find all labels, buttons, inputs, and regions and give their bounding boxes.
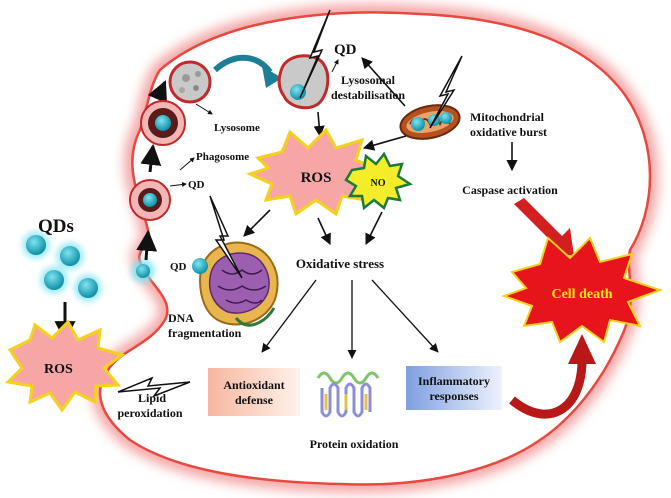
arrow-lyso [147,80,168,104]
antioxidant-label-line2: defense [235,393,274,407]
curved-arrow-lysosome [212,54,273,74]
lysosome-label: Lysosome [214,122,260,134]
qd-top-label: QD [334,42,357,58]
qd-entry-label: QD [188,179,205,191]
inflammatory-label-line1: Inflammatory [418,374,490,388]
mitochondrion-icon [399,104,461,140]
no-burst: NO [344,151,413,211]
lipid-label-line2: peroxidation [117,406,182,420]
dna-label-line1: DNA [168,311,194,325]
ros-outside-label: ROS [44,362,73,377]
protein-oxidation-label: Protein oxidation [310,437,399,451]
arrow-phago [140,143,162,173]
phagosome [140,100,186,146]
inflammatory-box: Inflammatory responses [406,366,502,410]
inflammatory-label-line2: responses [429,389,478,403]
lysosome [168,60,212,104]
lipid-label-line1: Lipid [138,391,166,405]
arrow-inflammatory-to-death [509,334,596,419]
lightning-bolt-icon [429,55,463,129]
oxidative-stress-label: Oxidative stress [296,256,384,271]
lightning-bolt-icon [209,195,243,279]
ros-outside-burst: ROS [4,319,126,413]
phagosome-label: Phagosome [196,151,249,163]
antioxidant-label-line1: Antioxidant [223,378,284,392]
mito-label-line2: oxidative burst [470,125,547,139]
qd-particle [44,270,64,290]
lysosomal-label-line2: destabilisation [331,88,405,102]
qd-entering [136,264,150,278]
qd-particle [26,235,46,255]
qd-particle [60,246,80,266]
no-label: NO [371,178,386,189]
nucleus-icon [192,241,279,327]
cell-body [92,4,658,493]
caspase-label: Caspase activation [462,183,558,197]
mito-label-line1: Mitochondrial [470,110,545,124]
arrow-entry [136,229,158,261]
lightning-bolt-icon [117,376,191,398]
qds-label: QDs [38,216,74,237]
ros-inside-label: ROS [301,170,332,186]
protein-icon [316,371,380,418]
lysosomal-label-line1: Lysosomal [341,73,396,87]
destabilised-lysosome [277,54,330,110]
arrow-caspase-to-death [514,198,574,256]
qd-cluster [22,231,102,302]
lightning-bolt-icon [299,9,331,99]
antioxidant-box: Antioxidant defense [208,368,300,416]
endosome [129,179,171,221]
cell-death-label: Cell death [551,287,612,302]
dna-label-line2: fragmentation [168,326,242,340]
qd-particle [78,278,98,298]
cell-death-burst: Cell death [501,236,663,344]
qd-nucleus-label: QD [170,261,187,273]
